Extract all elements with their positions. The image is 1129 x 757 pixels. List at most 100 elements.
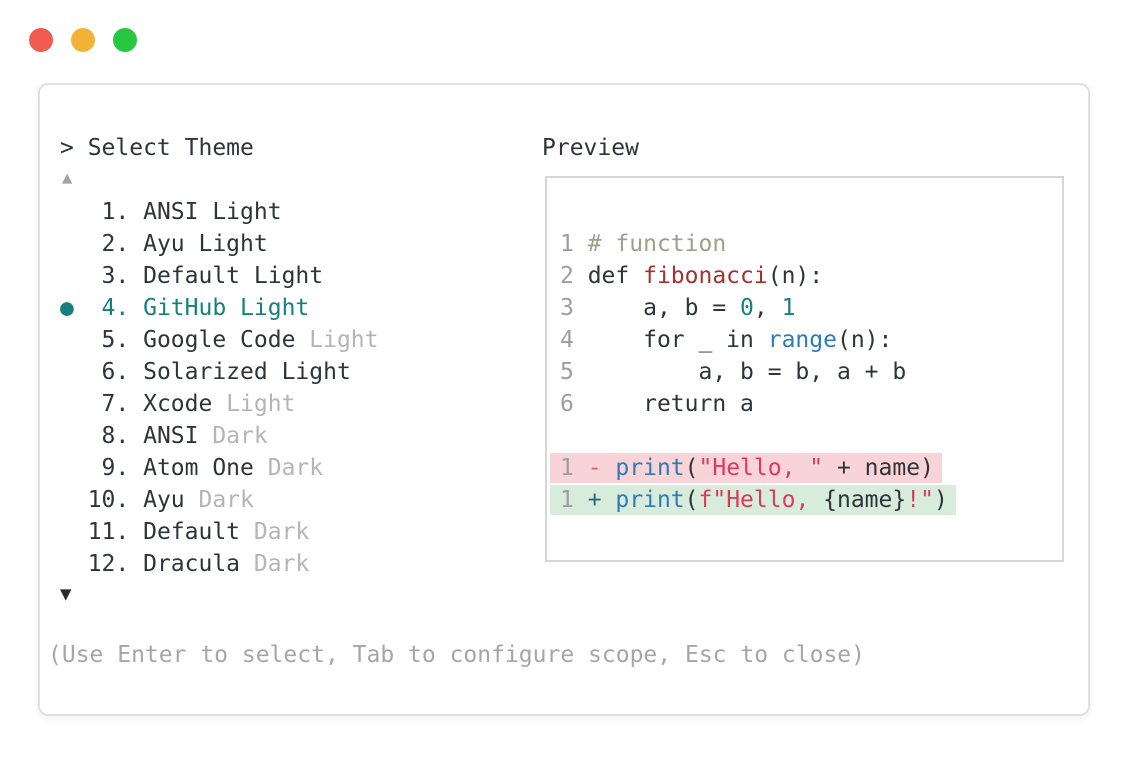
code-token-fg: def [587, 263, 644, 289]
theme-name: Dracula [143, 551, 241, 577]
line-number: 4 [560, 327, 588, 353]
bullet-placeholder [60, 263, 88, 289]
theme-name-muted: Dark [240, 519, 310, 545]
code-token-builtin: print [615, 487, 685, 513]
code-token-fg: ) [933, 487, 948, 513]
code-token-plus: + [587, 487, 616, 513]
bullet-placeholder [60, 199, 88, 225]
code-token-fg: {name} [823, 487, 907, 513]
code-line: 4 for _ in range(n): [560, 324, 956, 356]
preview-title: Preview [542, 135, 639, 161]
diff-highlight-removed: 1 - print("Hello, " + name) [550, 453, 942, 483]
theme-list: 1. ANSI Light 2. Ayu Light 3. Default Li… [60, 196, 379, 580]
theme-list-item[interactable]: 6. Solarized Light [60, 356, 379, 388]
code-line: 1 # function [560, 228, 956, 260]
theme-list-item[interactable]: 11. Default Dark [60, 516, 379, 548]
select-theme-title: > Select Theme [60, 135, 254, 161]
code-line: 6 return a [560, 388, 956, 420]
code-token-comment: # function [587, 231, 727, 257]
line-number: 1 [560, 455, 588, 481]
theme-number: 6. [87, 359, 144, 385]
theme-list-item[interactable]: 3. Default Light [60, 260, 379, 292]
code-blank-line [560, 420, 956, 452]
theme-name: Ayu Light [143, 231, 268, 257]
line-number: 3 [560, 295, 588, 321]
theme-name: Ayu [143, 487, 185, 513]
bullet-placeholder [60, 327, 88, 353]
code-token-builtin: range [767, 327, 837, 353]
theme-number: 9. [87, 455, 144, 481]
theme-list-item[interactable]: 8. ANSI Dark [60, 420, 379, 452]
theme-name-muted: Dark [184, 487, 254, 513]
theme-name-muted: Dark [240, 551, 310, 577]
theme-list-item[interactable]: 5. Google Code Light [60, 324, 379, 356]
scroll-up-icon[interactable]: ▲ [62, 168, 73, 188]
diff-line-removed: 1 - print("Hello, " + name) [550, 452, 956, 484]
theme-number: 10. [87, 487, 144, 513]
theme-name: Default Light [143, 263, 324, 289]
code-token-minus: - [587, 455, 616, 481]
theme-number: 12. [87, 551, 144, 577]
line-number: 1 [560, 487, 588, 513]
theme-name: Xcode [143, 391, 213, 417]
code-line: 3 a, b = 0, 1 [560, 292, 956, 324]
bullet-placeholder [60, 391, 88, 417]
theme-list-item[interactable]: 1. ANSI Light [60, 196, 379, 228]
theme-name: ANSI [143, 423, 199, 449]
code-line: 2 def fibonacci(n): [560, 260, 956, 292]
traffic-lights [29, 28, 137, 52]
zoom-button[interactable] [113, 28, 137, 52]
theme-name-muted: Dark [253, 455, 324, 481]
theme-name: Google Code [143, 327, 296, 353]
line-number: 6 [560, 391, 588, 417]
code-token-string: f"Hello, [698, 487, 824, 513]
code-token-fg: ( [684, 455, 699, 481]
minimize-button[interactable] [71, 28, 95, 52]
theme-name-muted: Dark [198, 423, 268, 449]
diff-line-added: 1 + print(f"Hello, {name}!") [550, 484, 956, 516]
bullet-placeholder [60, 455, 88, 481]
theme-list-item[interactable]: 12. Dracula Dark [60, 548, 379, 580]
bullet-placeholder [60, 231, 88, 257]
bullet-placeholder [60, 359, 88, 385]
theme-number: 8. [87, 423, 144, 449]
line-number: 1 [560, 231, 588, 257]
code-token-fg: (n): [836, 327, 893, 353]
code-token-fg: , [753, 295, 782, 321]
theme-list-item[interactable]: 10. Ayu Dark [60, 484, 379, 516]
theme-list-item[interactable]: 2. Ayu Light [60, 228, 379, 260]
close-button[interactable] [29, 28, 53, 52]
code-token-string: "Hello, " [698, 455, 824, 481]
theme-name-muted: Light [212, 391, 296, 417]
line-number: 2 [560, 263, 588, 289]
code-token-fg: return a [587, 391, 754, 417]
theme-list-item[interactable]: 7. Xcode Light [60, 388, 379, 420]
code-token-func: fibonacci [643, 263, 768, 289]
code-token-number: 0 [740, 295, 754, 321]
code-token-fg: a, b = b, a + b [587, 359, 907, 385]
theme-number: 7. [87, 391, 144, 417]
bullet-placeholder [60, 487, 88, 513]
theme-list-item[interactable]: ● 4. GitHub Light [60, 292, 379, 324]
theme-name-muted: Light [295, 327, 379, 353]
theme-name: Solarized Light [143, 359, 351, 385]
line-number: 5 [560, 359, 588, 385]
code-token-fg: for _ in [587, 327, 768, 353]
theme-name: Default [143, 519, 241, 545]
selected-bullet-icon: ● [60, 295, 88, 321]
theme-number: 11. [87, 519, 144, 545]
footer-hint: (Use Enter to select, Tab to configure s… [48, 642, 865, 668]
bullet-placeholder [60, 423, 88, 449]
theme-list-item[interactable]: 9. Atom One Dark [60, 452, 379, 484]
theme-number: 4. [87, 295, 144, 321]
theme-number: 1. [87, 199, 144, 225]
scroll-down-icon[interactable]: ▼ [60, 583, 72, 605]
theme-number: 3. [87, 263, 144, 289]
theme-name: Atom One [143, 455, 254, 481]
bullet-placeholder [60, 519, 88, 545]
bullet-placeholder [60, 551, 88, 577]
theme-name: GitHub Light [143, 295, 310, 321]
code-token-number: 1 [781, 295, 796, 321]
